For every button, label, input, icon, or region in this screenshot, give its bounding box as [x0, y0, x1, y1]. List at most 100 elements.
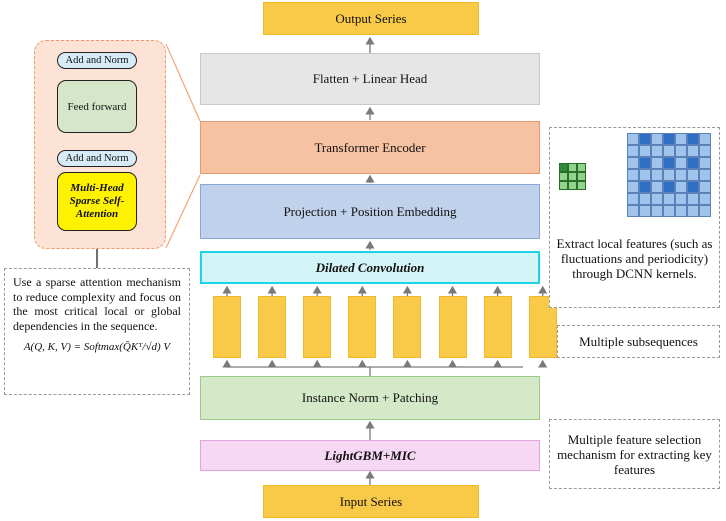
- feature-map-cell: [651, 205, 663, 217]
- projection-embedding-box: Projection + Position Embedding: [200, 184, 540, 239]
- feature-map-cell: [699, 169, 711, 181]
- attention-note-text: Use a sparse attention mechanism to redu…: [13, 275, 181, 333]
- feature-map-cell: [663, 193, 675, 205]
- instance-norm-patching-box: Instance Norm + Patching: [200, 376, 540, 420]
- feature-map-cell: [687, 133, 699, 145]
- transformer-encoder-box: Transformer Encoder: [200, 121, 540, 174]
- kernel-cell: [577, 163, 586, 172]
- attention-note-box: Use a sparse attention mechanism to redu…: [4, 268, 190, 395]
- feed-forward-label: Feed forward: [67, 100, 127, 113]
- add-norm-bottom-label: Add and Norm: [65, 153, 129, 164]
- feature-map-cell: [699, 181, 711, 193]
- kernel-cell: [559, 181, 568, 190]
- kernel-cell: [568, 163, 577, 172]
- feature-map-cell: [675, 145, 687, 157]
- feature-map-cell: [687, 181, 699, 193]
- feature-map-cell: [627, 181, 639, 193]
- dilated-convolution-box: Dilated Convolution: [200, 251, 540, 284]
- feature-map-cell: [651, 193, 663, 205]
- dilated-convolution-label: Dilated Convolution: [315, 259, 425, 275]
- feature-map-cell: [639, 133, 651, 145]
- subsequence-bar: [483, 296, 512, 358]
- feature-map-cell: [651, 145, 663, 157]
- feature-map-cell: [699, 157, 711, 169]
- feature-map-cell: [687, 157, 699, 169]
- feature-map-cell: [675, 181, 687, 193]
- feature-selection-label: LightGBM+MIC: [324, 447, 416, 463]
- kernel-cell: [568, 181, 577, 190]
- feature-map-cell: [651, 181, 663, 193]
- feature-map-cell: [639, 145, 651, 157]
- feature-map-cell: [675, 133, 687, 145]
- input-series-box: Input Series: [263, 485, 479, 518]
- attention-formula: A(Q, K, V) = Softmax(Q̄Kᵀ/√d) V: [23, 341, 171, 353]
- kernel-cell: [577, 181, 586, 190]
- feature-map-cell: [699, 145, 711, 157]
- feature-map-cell: [675, 157, 687, 169]
- feature-map-cell: [663, 181, 675, 193]
- subsequences-note-box: Multiple subsequences: [557, 325, 720, 358]
- feature-map-cell: [639, 193, 651, 205]
- subsequence-bar: [303, 296, 332, 358]
- kernel-cell: [577, 172, 586, 181]
- flatten-linear-head-box: Flatten + Linear Head: [200, 53, 540, 105]
- feature-map-cell: [627, 145, 639, 157]
- feature-map-cell: [699, 133, 711, 145]
- dcnn-note-box: Extract local features (such as fluctuat…: [549, 127, 720, 308]
- feature-map-cell: [699, 193, 711, 205]
- feed-forward-box: Feed forward: [57, 80, 137, 133]
- subsequence-bar: [213, 296, 241, 358]
- zoom-lines: [165, 43, 201, 249]
- feature-map-cell: [675, 169, 687, 181]
- feature-map-cell: [639, 157, 651, 169]
- projection-embedding-label: Projection + Position Embedding: [283, 203, 457, 219]
- feature-selection-box: LightGBM+MIC: [200, 440, 540, 471]
- feature-map-cell: [627, 193, 639, 205]
- subsequence-bar: [258, 296, 287, 358]
- subsequence-bar: [393, 296, 422, 358]
- feature-map-cell: [627, 169, 639, 181]
- add-norm-bottom-box: Add and Norm: [57, 150, 137, 167]
- feature-map-cell: [639, 169, 651, 181]
- transformer-encoder-label: Transformer Encoder: [314, 139, 426, 155]
- feature-map-cell: [687, 205, 699, 217]
- subsequence-bar: [348, 296, 377, 358]
- feature-map-cell: [639, 205, 651, 217]
- feature-map-cell: [663, 133, 675, 145]
- feature-map-cell: [675, 193, 687, 205]
- kernel-cell: [568, 172, 577, 181]
- feature-map-cell: [699, 205, 711, 217]
- feature-selection-note-box: Multiple feature selection mechanism for…: [549, 419, 720, 489]
- dcnn-note-text: Extract local features (such as fluctuat…: [556, 236, 713, 281]
- output-series-box: Output Series: [263, 2, 479, 35]
- feature-map-cell: [627, 157, 639, 169]
- feature-map-cell: [687, 193, 699, 205]
- input-series-label: Input Series: [339, 493, 403, 509]
- feature-map-cell: [687, 169, 699, 181]
- feature-map-cell: [651, 169, 663, 181]
- feature-map-cell: [663, 157, 675, 169]
- feature-map-cell: [627, 133, 639, 145]
- sparse-attention-label: Multi-Head Sparse Self-Attention: [69, 182, 125, 220]
- feature-map-cell: [687, 145, 699, 157]
- feature-map-cell: [675, 205, 687, 217]
- kernel-cell: [559, 172, 568, 181]
- subsequence-arrows: [222, 285, 548, 368]
- feature-map-cell: [639, 181, 651, 193]
- instance-norm-patching-label: Instance Norm + Patching: [301, 390, 439, 405]
- feature-selection-note-text: Multiple feature selection mechanism for…: [557, 431, 712, 477]
- feature-map-cell: [651, 133, 663, 145]
- add-norm-top-label: Add and Norm: [65, 55, 129, 66]
- sparse-attention-box: Multi-Head Sparse Self-Attention: [57, 172, 137, 231]
- feature-map-cell: [663, 169, 675, 181]
- feature-map-cell: [627, 205, 639, 217]
- subsequence-bar: [438, 296, 467, 358]
- flatten-linear-head-label: Flatten + Linear Head: [312, 71, 428, 86]
- kernel-cell: [559, 163, 568, 172]
- add-norm-top-box: Add and Norm: [57, 52, 137, 69]
- subsequences-note-text: Multiple subsequences: [579, 334, 698, 349]
- feature-map-cell: [663, 205, 675, 217]
- output-series-label: Output Series: [335, 10, 407, 26]
- feature-map-cell: [663, 145, 675, 157]
- feature-map-cell: [651, 157, 663, 169]
